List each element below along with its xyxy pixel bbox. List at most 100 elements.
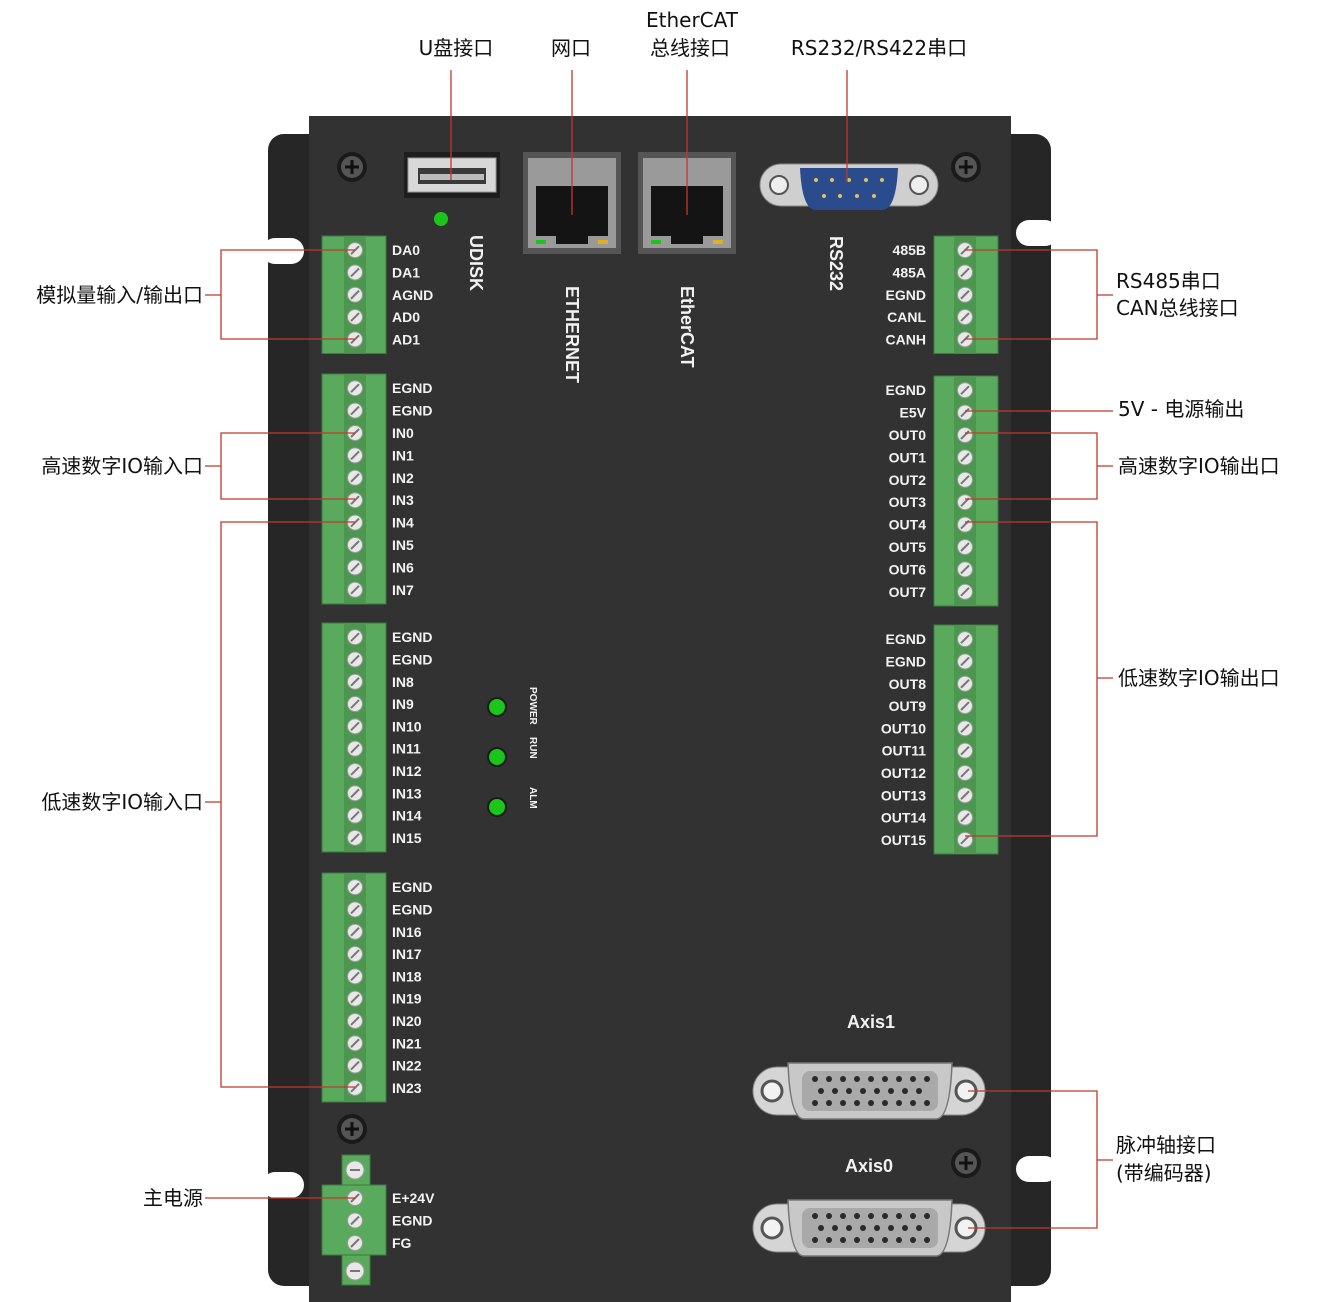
axis0-label: Axis0 xyxy=(845,1156,893,1176)
pin-label: FG xyxy=(392,1235,412,1251)
callout-ethercat-line2: 总线接口 xyxy=(650,36,730,60)
pin-label: IN8 xyxy=(392,674,414,690)
pin-label: EGND xyxy=(886,287,926,303)
callout-pulse-axis-line1: 脉冲轴接口 xyxy=(1116,1133,1216,1157)
udisk-label: UDISK xyxy=(466,235,486,291)
pin-label: IN7 xyxy=(392,582,414,598)
terminal-screw-icon xyxy=(347,785,363,802)
status-led-power: POWER xyxy=(487,687,538,726)
pin-label: EGND xyxy=(392,901,432,917)
pin-label: OUT8 xyxy=(889,676,927,692)
terminal-screw-icon xyxy=(957,309,973,326)
terminal-screw-icon xyxy=(347,696,363,713)
terminal-screw-icon xyxy=(957,427,973,443)
pin-label: IN1 xyxy=(392,447,414,463)
terminal-screw-icon xyxy=(347,807,363,824)
terminal-screw-icon xyxy=(347,740,363,757)
terminal-screw-icon xyxy=(957,698,973,715)
axis0-connector xyxy=(752,1199,986,1257)
terminal-screw-icon xyxy=(347,629,363,646)
terminal-screw-icon xyxy=(347,402,363,419)
terminal-screw-icon xyxy=(957,539,973,555)
pin-label: EGND xyxy=(886,382,926,398)
led-label: ALM xyxy=(527,787,538,809)
terminal-screw-icon xyxy=(347,309,363,326)
terminal-screw-icon xyxy=(957,764,973,781)
pin-label: E5V xyxy=(900,405,927,421)
terminal-screw-icon xyxy=(347,581,363,598)
terminal-screw-icon xyxy=(347,1012,363,1029)
callout-high-speed-in: 高速数字IO输入口 xyxy=(41,454,203,478)
terminal-screw-icon xyxy=(957,787,973,804)
terminal-screw-icon xyxy=(347,829,363,846)
pin-label: OUT9 xyxy=(889,698,927,714)
terminal-screw-icon xyxy=(347,651,363,668)
mounting-slot xyxy=(1016,1156,1058,1182)
terminal-screw-icon xyxy=(347,492,363,509)
pin-label: EGND xyxy=(392,380,432,396)
terminal-screw-icon xyxy=(347,469,363,486)
terminal-screw-icon xyxy=(957,675,973,692)
mounting-slot xyxy=(262,238,304,264)
pin-label: IN11 xyxy=(392,741,421,757)
pin-label: IN23 xyxy=(392,1080,422,1096)
pin-label: AD1 xyxy=(392,331,420,347)
pin-label: 485A xyxy=(893,264,926,280)
callout-ethercat-line1: EtherCAT xyxy=(646,8,739,32)
terminal-screw-icon xyxy=(957,831,973,848)
pin-label: IN21 xyxy=(392,1035,422,1051)
terminal-screw-icon xyxy=(957,742,973,759)
db9-serial-port xyxy=(759,163,939,210)
ethercat-label: EtherCAT xyxy=(677,286,697,368)
terminal-screw-icon xyxy=(347,762,363,779)
pin-label: IN10 xyxy=(392,718,422,734)
pin-label: IN12 xyxy=(392,763,422,779)
terminal-screw-icon xyxy=(347,946,363,963)
ethernet-label: ETHERNET xyxy=(562,286,582,383)
terminal-screw-icon xyxy=(347,286,363,303)
terminal-screw-icon xyxy=(957,516,973,533)
callout-high-speed-out: 高速数字IO输出口 xyxy=(1118,454,1280,478)
terminal-screw-icon xyxy=(957,449,973,466)
terminal-screw-icon xyxy=(347,264,363,281)
callout-low-speed-out: 低速数字IO输出口 xyxy=(1118,666,1280,690)
usb-port xyxy=(404,152,500,198)
pin-label: CANL xyxy=(887,309,926,325)
pin-label: OUT4 xyxy=(889,517,927,533)
terminal-screw-icon xyxy=(347,673,363,690)
pin-label: E+24V xyxy=(392,1190,435,1206)
terminal-screw-icon xyxy=(957,583,973,600)
pin-label: OUT14 xyxy=(881,810,926,826)
pin-label: OUT12 xyxy=(881,765,926,781)
pin-label: OUT10 xyxy=(881,720,926,736)
pin-label: OUT2 xyxy=(889,472,927,488)
terminal-screw-icon xyxy=(347,447,363,464)
screw-icon xyxy=(951,1148,981,1178)
led-label: POWER xyxy=(527,687,538,726)
led-label: RUN xyxy=(527,737,538,759)
terminal-screw-icon xyxy=(957,382,973,399)
pin-label: EGND xyxy=(886,631,926,647)
terminal-screw-icon xyxy=(957,494,973,511)
pin-label: OUT15 xyxy=(881,832,926,848)
callout-main-power: 主电源 xyxy=(143,1186,203,1210)
mounting-slot xyxy=(262,1172,304,1198)
pin-label: IN15 xyxy=(392,830,422,846)
pin-label: EGND xyxy=(392,403,432,419)
pin-label: IN20 xyxy=(392,1013,422,1029)
pin-label: IN0 xyxy=(392,425,414,441)
callout-analog-io: 模拟量输入/输出口 xyxy=(36,283,203,307)
pin-label: AGND xyxy=(392,287,433,303)
terminal-screw-icon xyxy=(347,1079,363,1096)
mounting-slot xyxy=(1016,220,1058,246)
pin-label: OUT3 xyxy=(889,494,927,510)
terminal-screw-icon xyxy=(957,471,973,488)
pin-label: IN16 xyxy=(392,924,422,940)
callout-low-speed-in: 低速数字IO输入口 xyxy=(41,790,203,814)
pin-label: IN17 xyxy=(392,946,422,962)
